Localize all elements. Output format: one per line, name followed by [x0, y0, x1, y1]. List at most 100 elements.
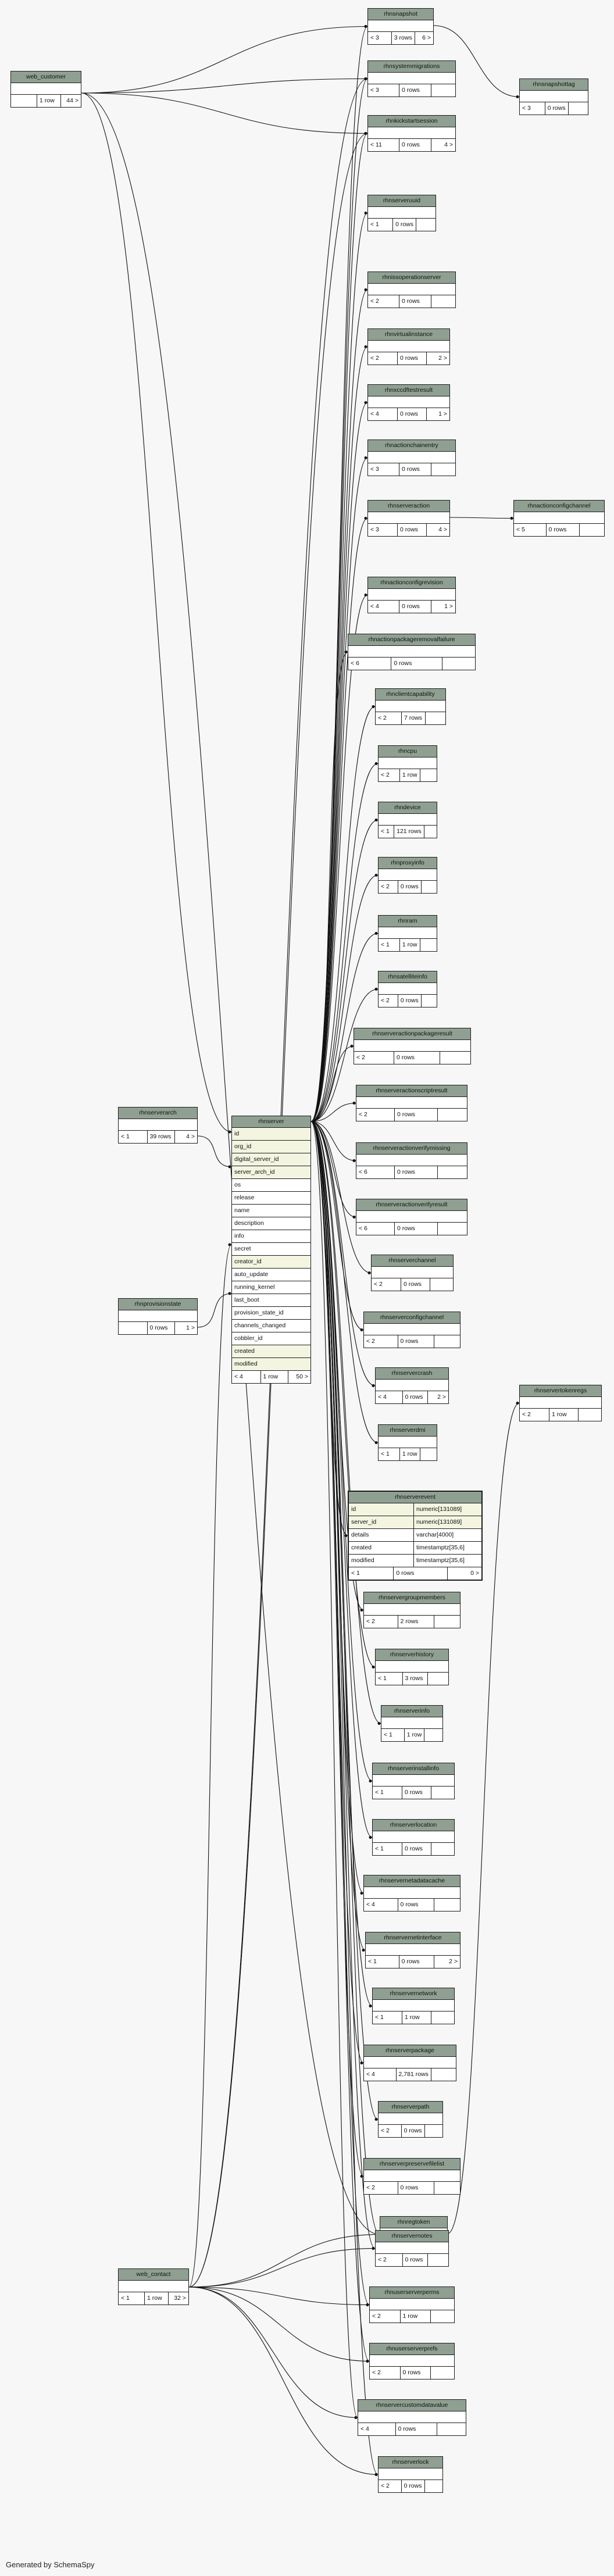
column-id[interactable]: id: [232, 1128, 310, 1141]
relationship-endpoint: [364, 212, 367, 215]
column-running-kernel[interactable]: running_kernel: [232, 1281, 310, 1294]
column-server-arch-id[interactable]: server_arch_id: [232, 1166, 310, 1179]
column-provision-state-id[interactable]: provision_state_id: [232, 1307, 310, 1320]
relationship-endpoint: [374, 819, 378, 821]
column-cobbler-id[interactable]: cobbler_id: [232, 1332, 310, 1345]
child-count: [431, 463, 455, 476]
column-auto-update[interactable]: auto_update: [232, 1269, 310, 1281]
column-modified[interactable]: modified: [232, 1358, 310, 1371]
column-info[interactable]: info: [232, 1230, 310, 1243]
column-created[interactable]: created: [232, 1345, 310, 1358]
column-creator-id[interactable]: creator_id: [232, 1256, 310, 1269]
relationship-endpoint: [367, 1271, 371, 1274]
column-name[interactable]: name: [232, 1205, 310, 1217]
column-channels-changed[interactable]: channels_changed: [232, 1320, 310, 1332]
column-secret[interactable]: secret: [232, 1243, 310, 1256]
table-spacer: [376, 701, 445, 712]
column-type: varchar[4000]: [413, 1529, 479, 1541]
table-name: rhnserverpackage: [364, 2045, 456, 2057]
relationship-line: [310, 1121, 356, 1162]
table-name: rhnactionpackageremovalfailure: [348, 634, 475, 646]
row-count: 0 rows: [401, 2367, 431, 2379]
child-count: [431, 2068, 456, 2081]
row-count: 7 rows: [402, 712, 426, 724]
column-os[interactable]: os: [232, 1179, 310, 1192]
table-name: rhnserverlocation: [373, 1820, 454, 1831]
column-release[interactable]: release: [232, 1192, 310, 1205]
table-name: rhnserverchannel: [372, 1255, 453, 1267]
row-count: 0 rows: [148, 1322, 176, 1334]
table-spacer: [379, 869, 437, 881]
relationship-line: [81, 92, 232, 1132]
column-name: auto_update: [234, 1271, 269, 1278]
column-digital-server-id[interactable]: digital_server_id: [232, 1153, 310, 1166]
row-count: 1 row: [405, 1729, 425, 1741]
table-name: rhnissoperationserver: [368, 272, 455, 284]
table-name: rhnservercrash: [376, 1368, 448, 1380]
table-spacer: [368, 589, 455, 601]
column-description[interactable]: description: [232, 1217, 310, 1230]
column-org-id[interactable]: org_id: [232, 1141, 310, 1153]
column-last-boot[interactable]: last_boot: [232, 1294, 310, 1307]
